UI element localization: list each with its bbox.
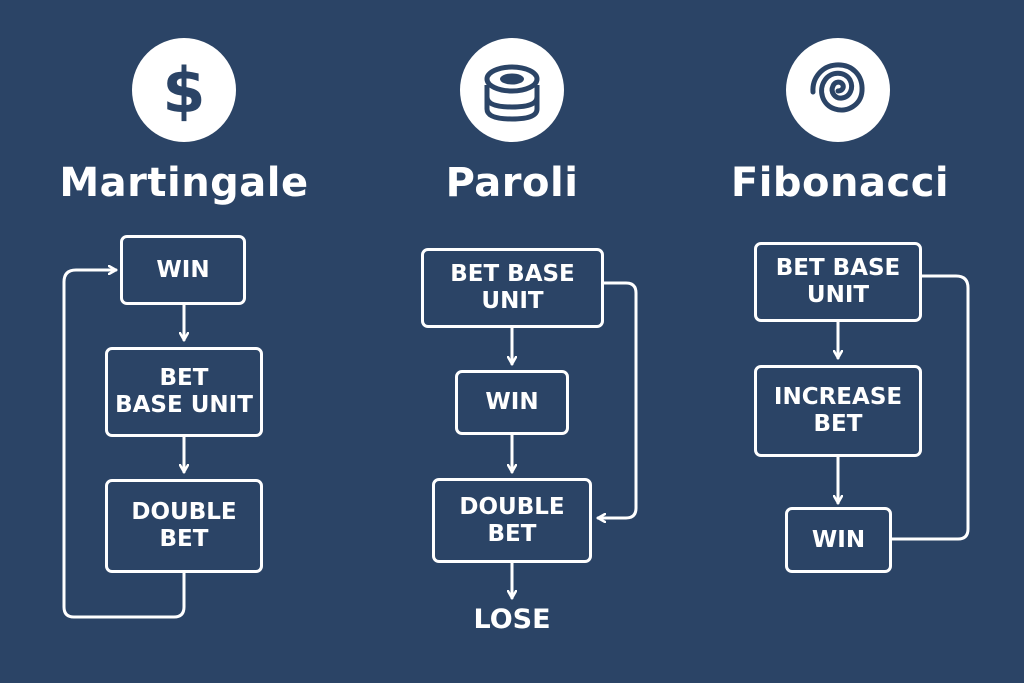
chip-stack-icon (484, 64, 540, 122)
paroli-icon-badge (460, 38, 564, 142)
martingale-loop-arrow (62, 270, 186, 619)
dollar-sign-icon: $ (162, 55, 205, 125)
paroli-node-bet-base-unit: BET BASE UNIT (421, 248, 604, 328)
fibonacci-node-bet-base-unit: BET BASE UNIT (754, 242, 922, 322)
paroli-lose-label: LOSE (473, 604, 551, 635)
paroli-node-double-bet: DOUBLE BET (432, 478, 592, 563)
fibonacci-node-win: WIN (785, 507, 892, 573)
martingale-icon-badge: $ (132, 38, 236, 142)
martingale-node-win: WIN (120, 235, 246, 305)
martingale-title: Martingale (59, 160, 309, 206)
spiral-icon (810, 62, 865, 113)
paroli-node-win: WIN (455, 370, 569, 435)
martingale-node-bet-base-unit: BET BASE UNIT (105, 347, 263, 437)
svg-text:$: $ (162, 55, 205, 125)
fibonacci-loop-line (890, 274, 970, 541)
fibonacci-title: Fibonacci (730, 160, 950, 206)
martingale-node-double-bet: DOUBLE BET (105, 479, 263, 573)
paroli-return-arrow (596, 281, 638, 518)
fibonacci-icon-badge (786, 38, 890, 142)
fibonacci-node-increase-bet: INCREASE BET (754, 365, 922, 457)
paroli-title: Paroli (445, 160, 579, 206)
